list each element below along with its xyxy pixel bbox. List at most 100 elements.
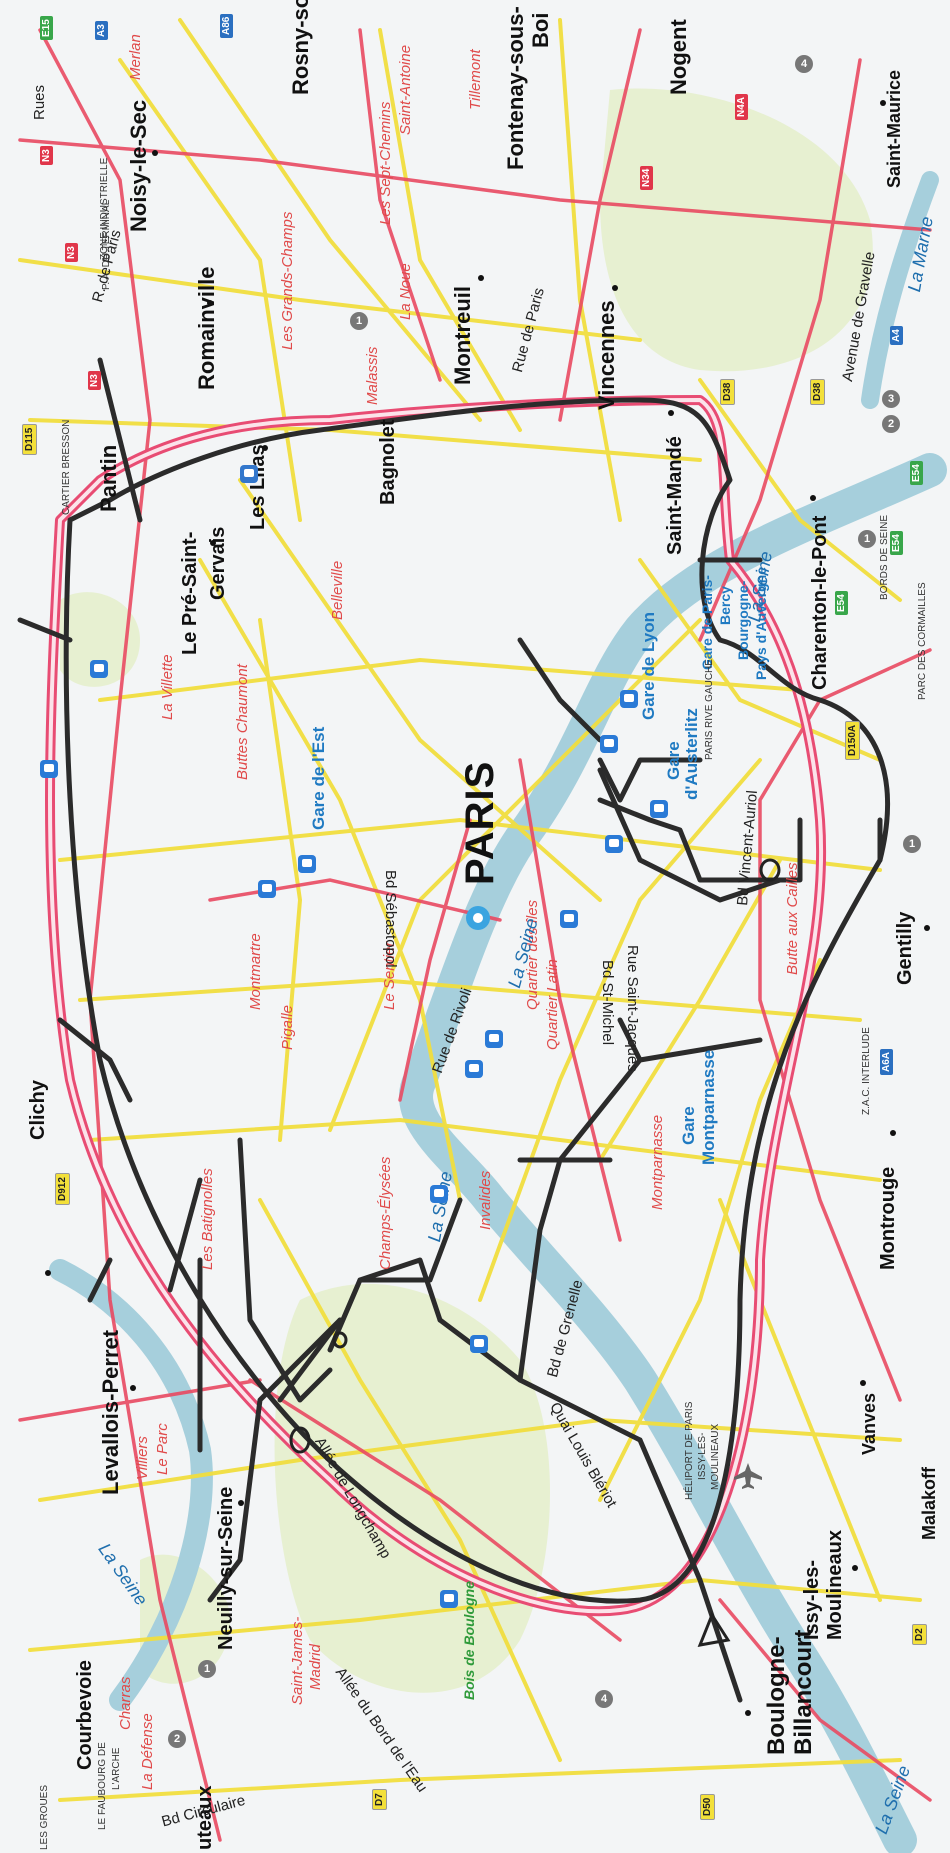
- route-overlay: [17, 357, 890, 1703]
- exit-marker: 2: [882, 415, 900, 433]
- zone-heliport: HÉLIPORT DE PARIS: [684, 1401, 695, 1500]
- hood-quartier-latin: Quartier Latin: [544, 959, 561, 1050]
- town-neuilly: Neuilly-sur-Seine: [215, 1486, 237, 1650]
- station-gare-austerlitz: Gare: [664, 741, 683, 780]
- zone-parc-cormailles: PARC DES CORMAILLES: [917, 582, 928, 700]
- town-boulogne: Boulogne-: [763, 1636, 790, 1755]
- zone-zac-interlude: Z.A.C. INTERLUDE: [861, 1027, 872, 1115]
- town-bagnolet: Bagnolet: [377, 419, 399, 505]
- exit-marker: 4: [795, 55, 813, 73]
- town-dot: [262, 445, 268, 451]
- hood-merlan: Merlan: [127, 34, 144, 80]
- bois-de-vincennes-area: [600, 88, 873, 372]
- zone-heliport-2: ISSY-LES-: [697, 1432, 708, 1480]
- badge-n34: N34: [640, 165, 653, 190]
- station-icon: [620, 690, 638, 708]
- park-areas: [60, 88, 873, 1693]
- paris-location-pin: [466, 906, 490, 930]
- town-dot: [210, 540, 216, 546]
- interchange-etoile: [332, 1331, 348, 1349]
- hood-charras: Charras: [117, 1676, 134, 1730]
- town-saint-maurice: Saint-Maurice: [884, 69, 904, 188]
- station-icon: [240, 465, 258, 483]
- road-sebastopol: Bd Sébastopol: [382, 870, 399, 968]
- zone-bords-de-seine: BORDS DE SEINE: [879, 514, 890, 600]
- station-icon: [90, 660, 108, 678]
- road-rues: Rues: [31, 84, 48, 120]
- red-roads: [18, 28, 932, 1842]
- town-clichy: Clichy: [27, 1079, 49, 1140]
- town-fontenay-2: Boi: [528, 12, 553, 48]
- town-dot: [745, 1710, 751, 1716]
- badge-d150a: D150A: [845, 720, 860, 760]
- station-gare-montparnasse: Gare: [679, 1106, 698, 1145]
- station-icon: [465, 1060, 483, 1078]
- town-dot: [890, 1130, 896, 1136]
- hood-saint-james: Saint-James-: [289, 1616, 306, 1705]
- badge-n3-b: N3: [65, 243, 78, 262]
- interchanges: [289, 858, 781, 1647]
- town-dot: [880, 100, 886, 106]
- park-bois-de-boulogne: Bois de Boulogne: [461, 1581, 477, 1700]
- town-dot: [478, 275, 484, 281]
- hood-saint-james-2: Madrid: [307, 1644, 324, 1690]
- badge-n4a: N4A: [735, 93, 748, 120]
- town-montrouge: Montrouge: [877, 1166, 899, 1270]
- town-dot: [45, 1270, 51, 1276]
- hood-pigalle: Pigalle: [279, 1004, 296, 1050]
- town-vanves: Vanves: [859, 1392, 879, 1455]
- station-icon: [258, 880, 276, 898]
- town-dot: [810, 495, 816, 501]
- badge-a6a: A6A: [880, 1048, 893, 1075]
- station-icon: [600, 735, 618, 753]
- exit-marker: 1: [198, 1660, 216, 1678]
- hood-la-defense: La Défense: [139, 1713, 156, 1790]
- exit-marker: 2: [168, 1730, 186, 1748]
- hood-montmartre: Montmartre: [247, 933, 264, 1010]
- hood-invalides: Invalides: [477, 1170, 494, 1230]
- hood-butte-aux-cailles: Butte aux Cailles: [784, 862, 801, 975]
- badge-n3-a: N3: [40, 146, 53, 165]
- town-boulogne-2: Billancourt: [790, 1629, 817, 1755]
- station-gare-de-lyon: Gare de Lyon: [639, 611, 658, 720]
- station-gare-austerlitz-2: d'Austerlitz: [682, 708, 701, 800]
- badge-d912: D912: [55, 1173, 70, 1205]
- station-icon: [605, 835, 623, 853]
- town-saint-mande: Saint-Mandé: [664, 436, 686, 555]
- exit-marker: 4: [595, 1690, 613, 1708]
- badge-n3-c: N3: [88, 371, 101, 390]
- zone-paris-rive-gauche: PARIS RIVE GAUCHE: [704, 659, 715, 760]
- town-dot: [852, 1565, 858, 1571]
- road-saint-jacques: Rue Saint-Jacques: [624, 945, 641, 1072]
- badge-d2: D2: [912, 1624, 927, 1645]
- town-vincennes: Vincennes: [594, 300, 619, 410]
- hood-la-noue: La Noue: [397, 263, 414, 320]
- hood-saint-antoine: Saint-Antoine: [397, 44, 414, 135]
- badge-e15: E15: [40, 16, 53, 40]
- town-charenton: Charenton-le-Pont: [809, 515, 831, 690]
- station-icon: [560, 910, 578, 928]
- badge-e54-c: E54: [835, 591, 848, 615]
- zone-faubourg-2: L'ARCHE: [111, 1747, 122, 1790]
- town-dot: [668, 410, 674, 416]
- exit-marker: 1: [350, 312, 368, 330]
- station-icon: [40, 760, 58, 778]
- station-gare-bercy: Gare de Paris-: [699, 575, 715, 670]
- badge-d38-b: D38: [810, 378, 825, 405]
- town-pre-saint-gervais-2: Gervais: [207, 526, 229, 600]
- town-courbevoie: Courbevoie: [74, 1659, 96, 1770]
- hood-malassis: Malassis: [364, 346, 381, 405]
- badge-e54-a: E54: [910, 461, 923, 485]
- town-fontenay: Fontenay-sous-: [503, 6, 528, 170]
- town-gentilly: Gentilly: [894, 911, 916, 985]
- hood-villiers-2: Le Parc: [154, 1423, 171, 1475]
- hood-batignolles: Les Batignolles: [199, 1168, 216, 1270]
- hood-tillemont: Tillemont: [467, 49, 484, 110]
- zone-pa-terminal: P. A. DU TERMINAL: [101, 199, 112, 290]
- town-issy-2: Moulineaux: [824, 1529, 846, 1640]
- badge-a86: A86: [220, 13, 233, 38]
- zone-faubourg: LE FAUBOURG DE: [97, 1742, 108, 1830]
- town-levallois: Levallois-Perret: [98, 1329, 123, 1495]
